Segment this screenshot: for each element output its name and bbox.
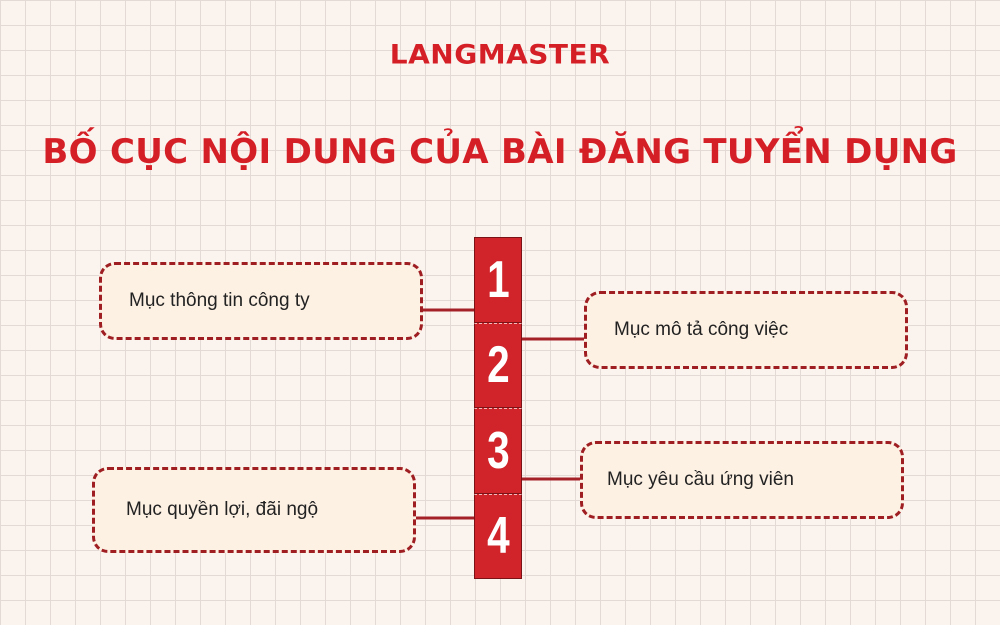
step-number-1-text: 1 bbox=[486, 250, 510, 309]
brand-logo: LANGMASTER bbox=[389, 38, 611, 71]
step-box-job-description: Mục mô tả công việc bbox=[584, 291, 908, 369]
step-number-4: 4 bbox=[474, 493, 522, 579]
step-label-3: Mục yêu cầu ứng viên bbox=[607, 469, 794, 490]
step-number-2: 2 bbox=[474, 322, 522, 408]
step-number-column: 1 2 3 4 bbox=[474, 237, 522, 579]
step-box-benefits: Mục quyền lợi, đãi ngộ bbox=[92, 467, 416, 553]
step-number-3: 3 bbox=[474, 408, 522, 494]
step-label-1: Mục thông tin công ty bbox=[129, 290, 310, 311]
step-box-candidate-requirements: Mục yêu cầu ứng viên bbox=[580, 441, 904, 519]
step-number-1: 1 bbox=[474, 237, 522, 323]
step-number-3-text: 3 bbox=[486, 421, 510, 480]
step-label-4: Mục quyền lợi, đãi ngộ bbox=[126, 499, 319, 520]
step-box-company-info: Mục thông tin công ty bbox=[99, 262, 423, 340]
step-label-2: Mục mô tả công việc bbox=[614, 319, 789, 340]
page-title: BỐ CỤC NỘI DUNG CỦA BÀI ĐĂNG TUYỂN DỤNG bbox=[42, 132, 958, 172]
step-number-2-text: 2 bbox=[486, 336, 510, 395]
step-number-4-text: 4 bbox=[486, 507, 510, 566]
